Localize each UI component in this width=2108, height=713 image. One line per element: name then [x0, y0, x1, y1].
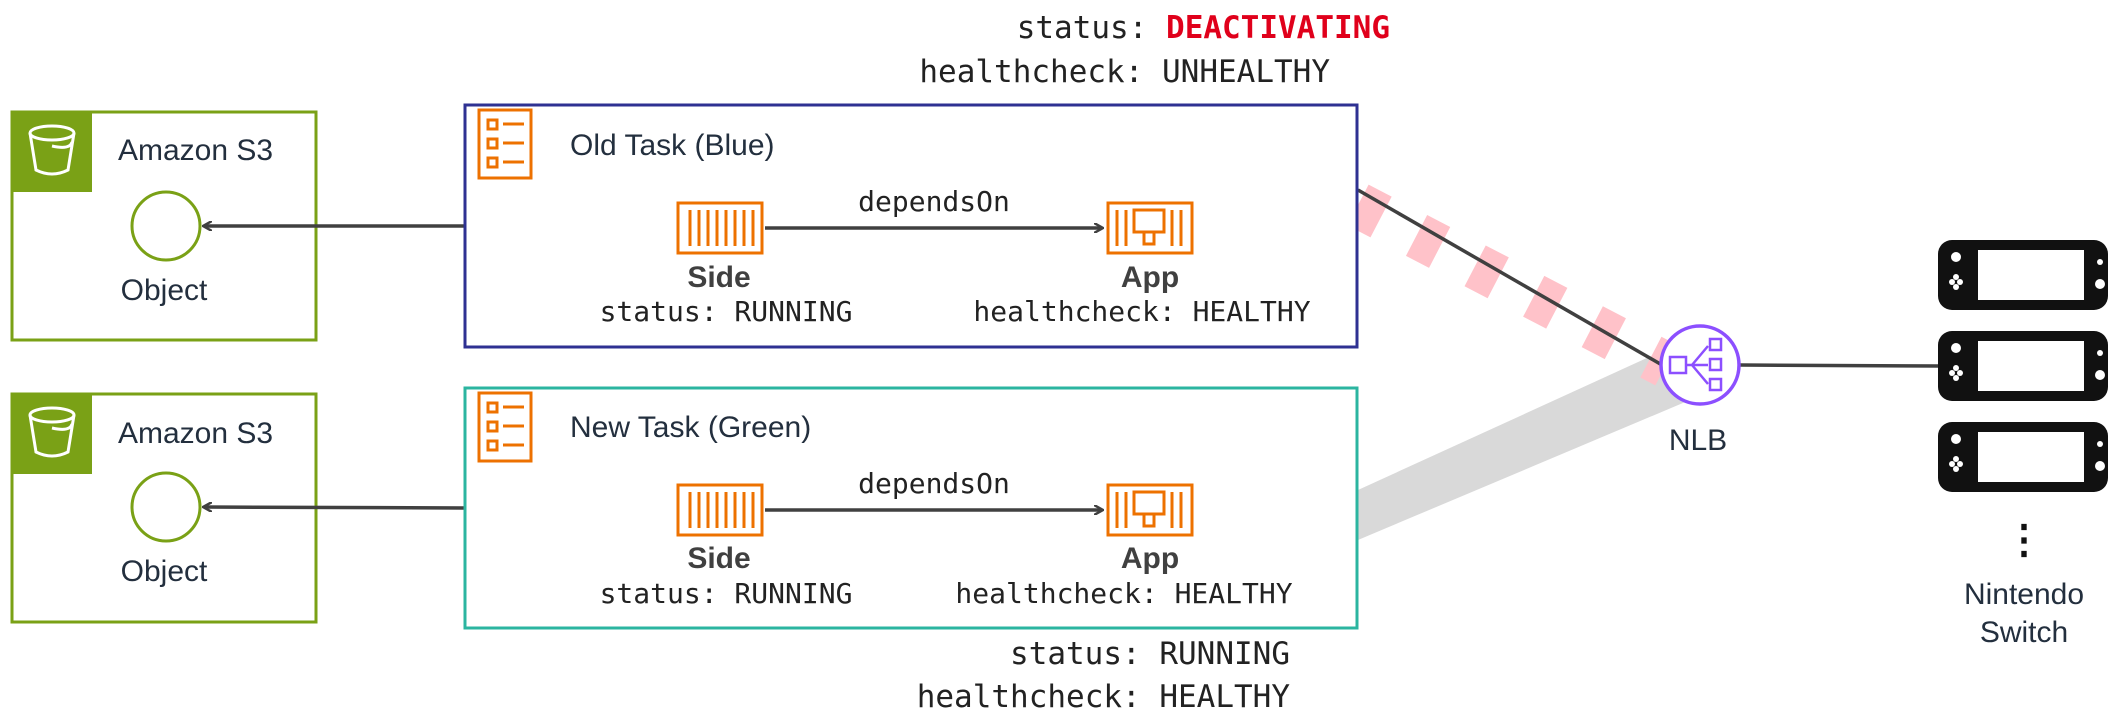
old-task-status: status: DEACTIVATING — [1017, 10, 1390, 46]
clients-ellipsis: ⋮ — [2004, 518, 2044, 562]
old-app-label: App — [1121, 261, 1179, 294]
task-definition-icon — [477, 391, 533, 463]
old-app-health: healthcheck: HEALTHY — [973, 295, 1310, 328]
new-task-title: New Task (Green) — [570, 411, 811, 444]
old-depends-label: dependsOn — [858, 185, 1010, 218]
nlb-label: NLB — [1669, 424, 1727, 457]
bucket-icon — [28, 406, 76, 458]
s3-bottom-card[interactable]: Amazon S3 Object — [10, 392, 318, 624]
old-task-title: Old Task (Blue) — [570, 129, 775, 162]
app-container-icon — [1106, 483, 1194, 537]
nlb-to-clients-line — [1739, 363, 1941, 368]
s3-top-object-label: Object — [121, 274, 208, 307]
s3-top-card[interactable]: Amazon S3 Object — [10, 110, 318, 342]
old-task-status-value: DEACTIVATING — [1166, 10, 1390, 46]
client-2 — [1938, 331, 2108, 401]
container-icon — [676, 483, 764, 537]
s3-bottom-object-label: Object — [121, 555, 208, 588]
old-task-box[interactable]: Old Task (Blue) dependsOn Side status: R… — [463, 103, 1359, 349]
load-balancer-icon — [1659, 324, 1741, 406]
new-traffic-band — [1358, 352, 1690, 540]
s3-bottom-object-icon — [130, 471, 202, 543]
s3-bottom-title: Amazon S3 — [118, 417, 273, 450]
bucket-icon — [28, 124, 76, 176]
nintendo-switch-icon — [1938, 240, 2108, 310]
old-task-healthcheck: healthcheck: UNHEALTHY — [919, 54, 1330, 90]
task-definition-icon — [477, 108, 533, 180]
clients-label-line1: Nintendo — [1964, 578, 2084, 611]
clients-label-line2: Switch — [1980, 616, 2068, 649]
old-side-label: Side — [687, 261, 750, 294]
new-app-health: healthcheck: HEALTHY — [955, 577, 1292, 610]
new-app-label: App — [1121, 542, 1179, 575]
old-task-status-label: status: — [1017, 10, 1166, 46]
new-task-box[interactable]: New Task (Green) dependsOn Side status: … — [463, 386, 1359, 630]
old-side-status: status: RUNNING — [600, 295, 853, 328]
client-1 — [1938, 240, 2108, 310]
container-icon — [676, 201, 764, 255]
new-depends-label: dependsOn — [858, 467, 1010, 500]
nintendo-switch-icon — [1938, 331, 2108, 401]
s3-top-object-icon — [130, 190, 202, 262]
new-side-status: status: RUNNING — [600, 577, 853, 610]
app-container-icon — [1106, 201, 1194, 255]
new-task-healthcheck: healthcheck: HEALTHY — [917, 679, 1291, 713]
s3-top-title: Amazon S3 — [118, 134, 273, 167]
nlb-node[interactable]: NLB — [1659, 324, 1741, 457]
client-3 — [1938, 422, 2108, 492]
new-task-status: status: RUNNING — [1010, 636, 1290, 672]
old-task-to-nlb-line — [1357, 188, 1663, 367]
nintendo-switch-icon — [1938, 422, 2108, 492]
new-task-to-s3-arrow — [204, 507, 466, 508]
new-side-label: Side — [687, 542, 750, 575]
